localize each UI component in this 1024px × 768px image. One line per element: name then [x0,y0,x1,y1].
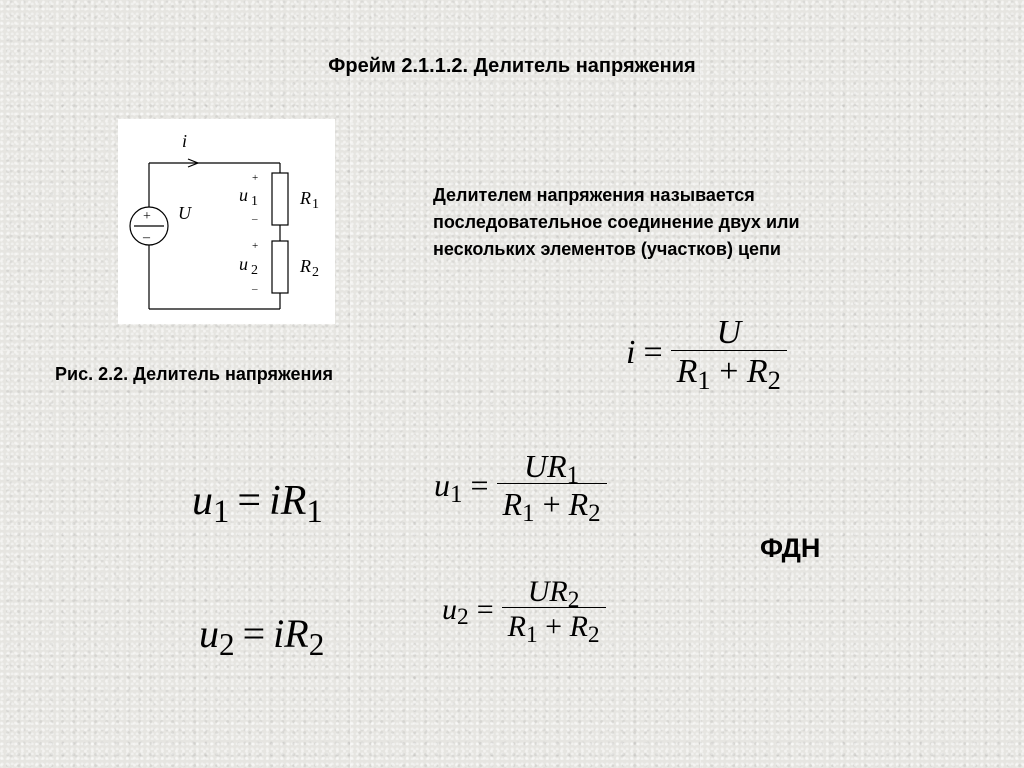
fraction-numerator: UR1 [524,448,580,490]
formula-lhs: u2 [199,611,235,662]
figure-caption: Рис. 2.2. Делитель напряжения [55,364,333,384]
source-plus: + [143,209,151,224]
formula-current: i = U R1 + R2 [626,314,787,395]
formula-fraction: U R1 + R2 [670,314,787,395]
r2-sub: 2 [312,265,319,280]
voltage-source [129,206,169,246]
u2-label: u [239,254,248,274]
definition-line: Делителем напряжения называется [433,185,755,205]
u1-label: u [239,185,248,205]
formula-lhs: i [626,333,636,371]
u2-sub: 2 [251,263,258,278]
formula-equals: = [237,478,262,524]
fraction-denominator: R1 + R2 [507,610,600,648]
u2-plus: + [252,240,258,252]
background-gridline [0,350,1024,351]
u1-minus: – [251,213,258,225]
slide-title: Фрейм 2.1.1.2. Делитель напряжения [328,55,696,77]
fraction-denominator: R1 + R2 [676,353,781,395]
formula-lhs: u2 [442,592,469,631]
formula-u2-divider: u2 = UR2 R1 + R2 [442,575,606,648]
definition-line: последовательное соединение двух или [433,212,800,232]
formula-rhs: iR1 [269,478,323,531]
r2-label: R [299,256,311,276]
formula-equals: = [643,333,663,371]
fraction-denominator: R1 + R2 [502,485,601,528]
formula-lhs: u1 [192,478,230,531]
formula-rhs: iR2 [273,611,325,662]
formula-equals: = [242,611,266,656]
formula-equals: = [476,592,494,626]
background-gridline [350,0,351,768]
abbreviation-label: ФДН [760,533,821,563]
fraction-bar [496,482,607,484]
background-gridline [0,525,1024,526]
formula-fraction: UR2 R1 + R2 [501,575,606,648]
formula-u1-divider: u1 = UR1 R1 + R2 [434,448,607,528]
formula-equals: = [470,466,489,503]
fraction-bar [501,607,606,608]
definition-line: нескольких элементов (участков) цепи [433,239,781,259]
resistor-r1 [271,172,289,226]
background-gridline [700,0,701,768]
current-label: i [182,131,187,151]
circuit-diagram: i + – U + u 1 – + u 2 – R 1 R 2 [118,119,335,324]
formula-u2-ohm: u2 = iR2 [199,610,325,662]
u1-plus: + [252,172,258,184]
fraction-bar [670,350,787,351]
current-arrow [187,158,200,168]
formula-lhs: u1 [434,466,463,509]
resistor-r2 [271,240,289,294]
formula-u1-ohm: u1 = iR1 [192,477,323,531]
u1-sub: 1 [251,194,258,209]
definition-text: Делителем напряжения называется последов… [433,182,953,263]
u2-minus: – [251,283,258,295]
source-label: U [178,203,192,223]
formula-fraction: UR1 R1 + R2 [496,448,607,528]
r1-sub: 1 [312,197,319,212]
fraction-numerator: UR2 [527,575,580,613]
r1-label: R [299,188,311,208]
fraction-numerator: U [716,314,742,351]
circuit-svg: i + – U + u 1 – + u 2 – R 1 R 2 [129,131,319,310]
source-minus: – [142,230,151,245]
